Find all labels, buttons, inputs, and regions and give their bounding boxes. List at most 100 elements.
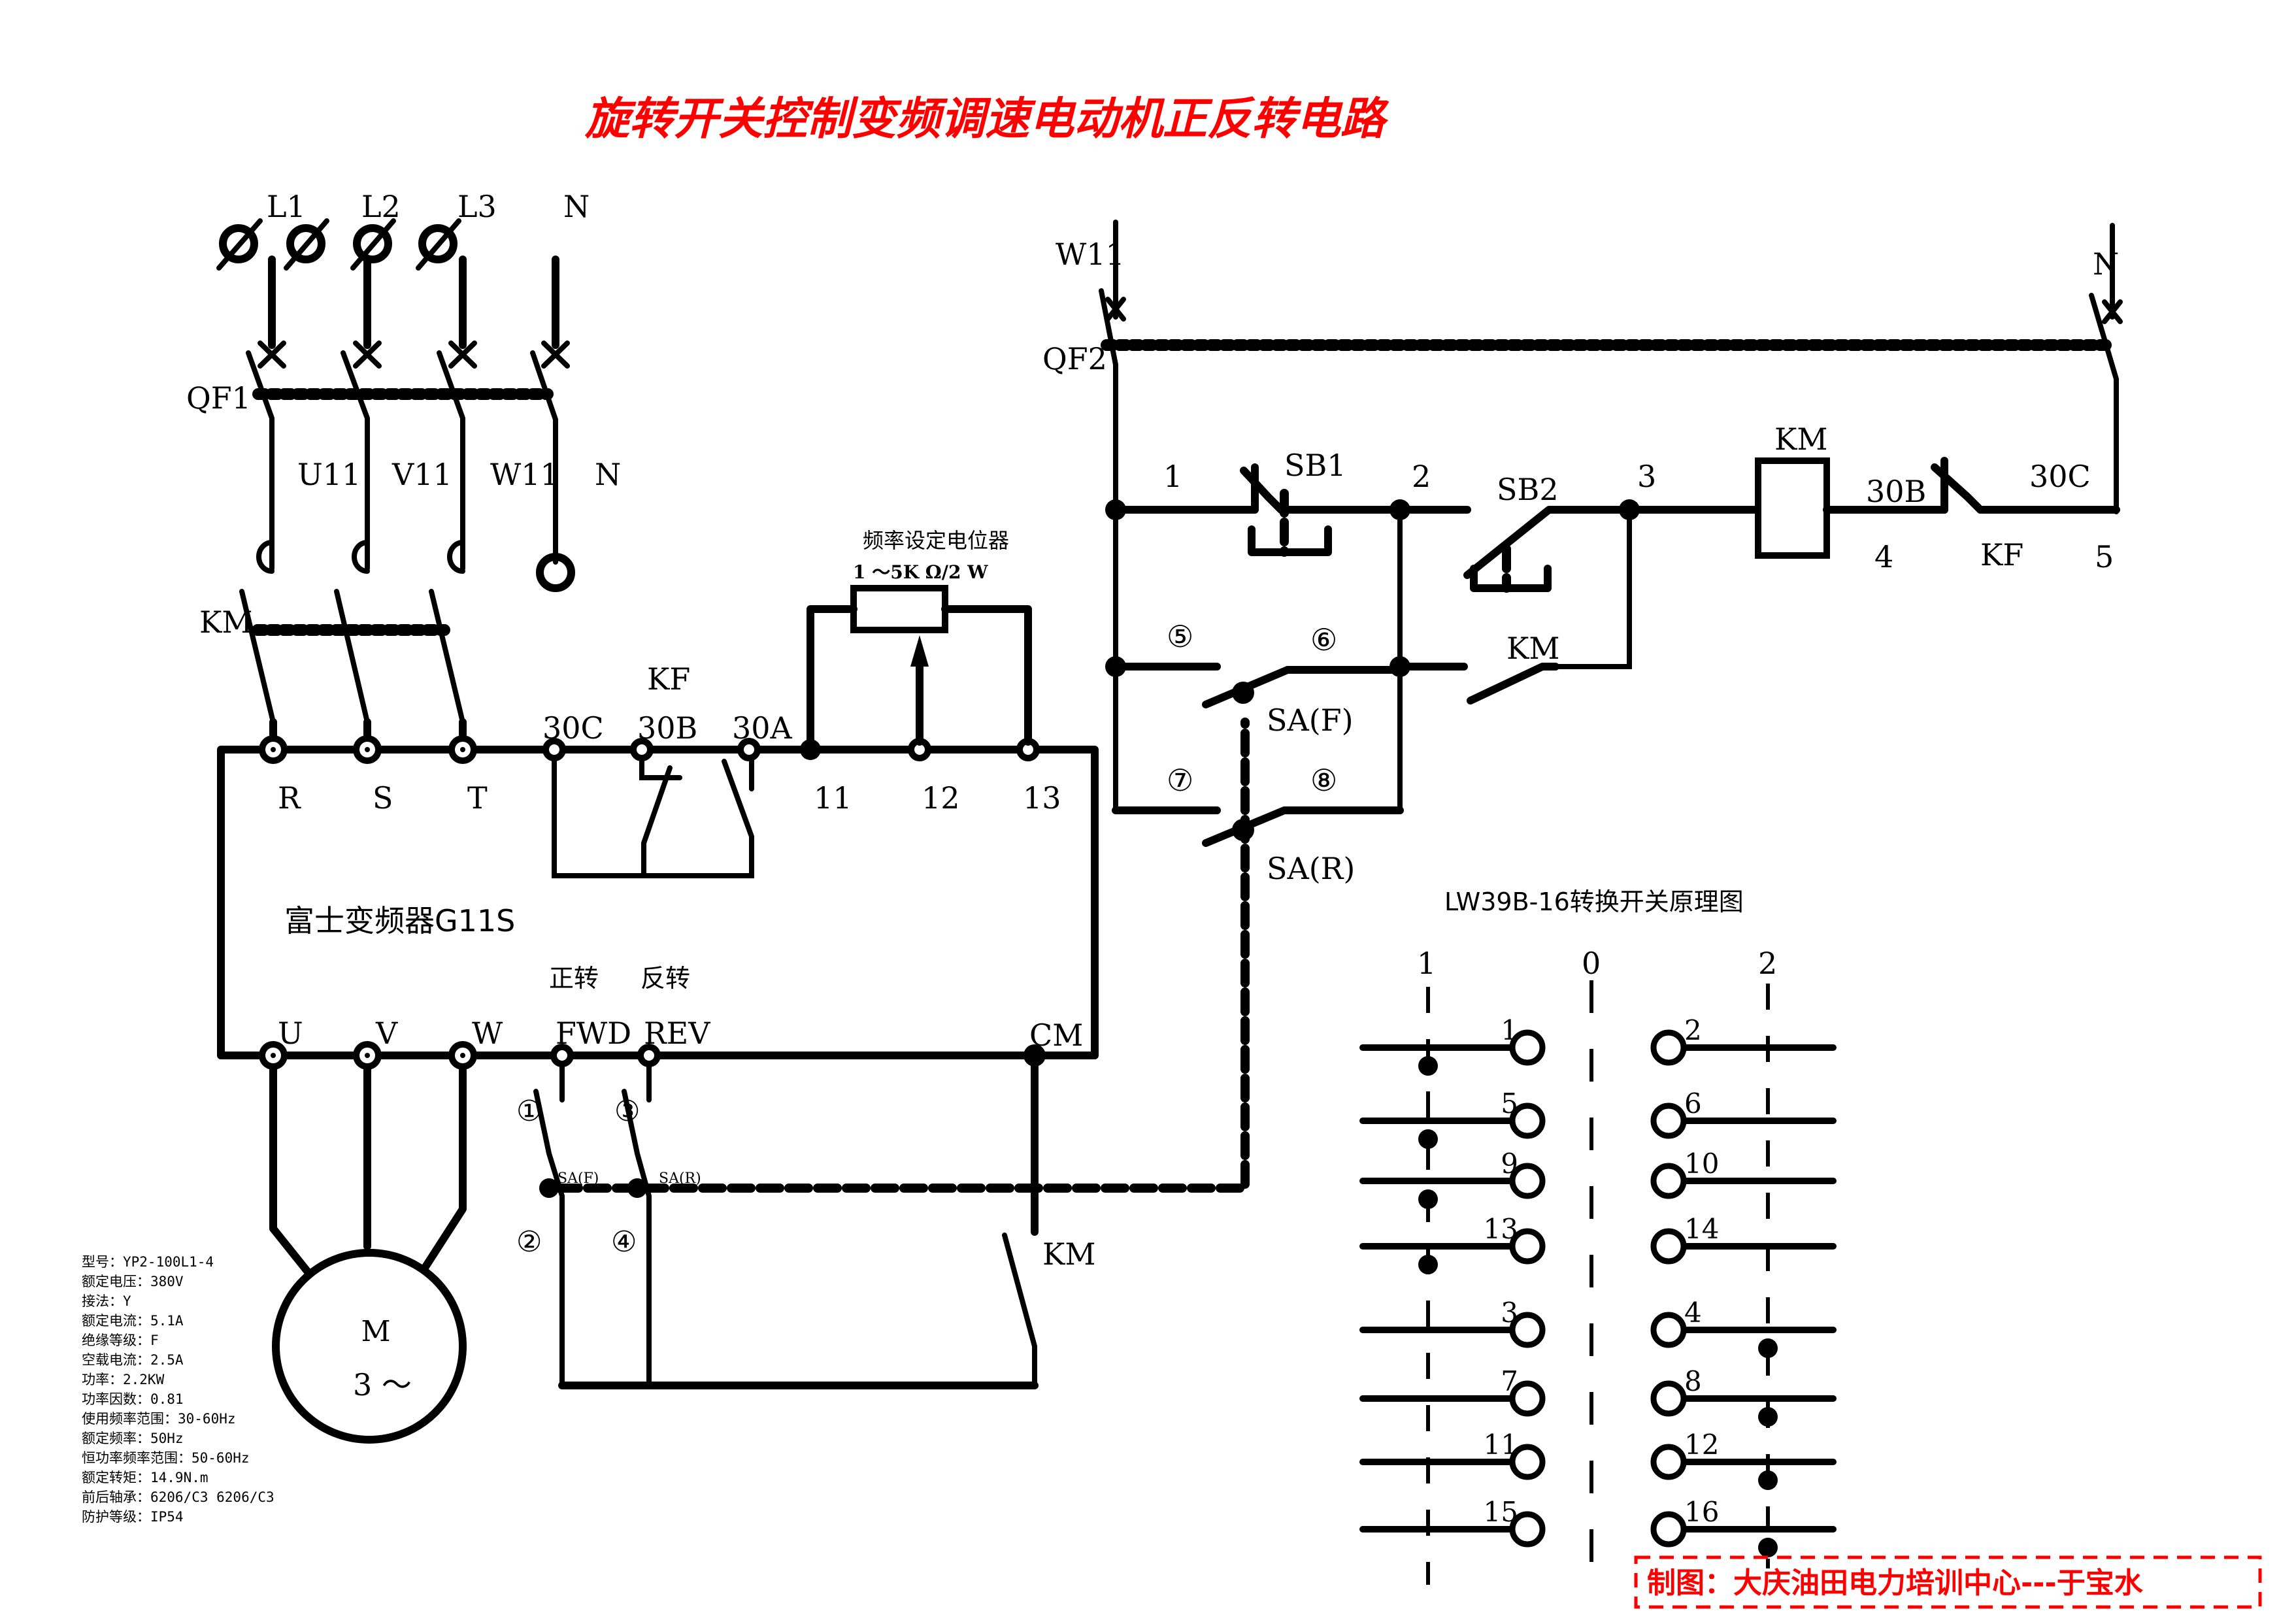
phase-label-u11: U11: [297, 457, 361, 492]
sa-contact-7-label: ⑦: [1167, 763, 1193, 798]
contact-terminal-icon: [1509, 1163, 1546, 1199]
spec-line: 使用频率范围：30-60Hz: [82, 1411, 236, 1427]
contact-terminal-icon: [1509, 1380, 1546, 1417]
terminal-12-label: 12: [922, 780, 960, 816]
switch-row-left: 11: [1359, 1429, 1546, 1480]
contact-terminal-icon: [1650, 1444, 1687, 1480]
spec-line: 功率因数：0.81: [82, 1391, 184, 1407]
contact-2-label: ②: [516, 1225, 542, 1259]
terminal-13-label: 13: [1023, 780, 1061, 816]
switch-contact-label: 8: [1684, 1365, 1702, 1397]
contact-terminal-icon: [1509, 1444, 1546, 1480]
input-terminal-icon: [259, 735, 477, 764]
relay-kf-contact-label: KF: [1980, 537, 2023, 572]
control-circuit: W11 N QF2 1 SB1 2 SB2 3 KM: [1042, 220, 2123, 886]
km-coil-label: KM: [1774, 422, 1827, 457]
contact-terminal-icon: [1509, 1228, 1546, 1265]
control-supply-n: N: [2093, 246, 2119, 282]
stop-button-sb1-label: SB1: [1284, 448, 1346, 483]
km-hold-contact-label: KM: [1506, 631, 1559, 666]
switch-row-left: 13: [1359, 1213, 1546, 1274]
relay-kf-label: KF: [647, 661, 690, 697]
phase-label-n: N: [595, 457, 621, 492]
contact-terminal-icon: [1509, 1511, 1546, 1548]
switch-row-right: 10: [1650, 1148, 1837, 1199]
breaker-x-icon: [258, 340, 570, 369]
spec-line: 额定转矩：14.9N.m: [82, 1470, 208, 1485]
terminal-fwd-label: FWD: [556, 1016, 631, 1051]
switch-contact-label: 4: [1684, 1297, 1702, 1329]
supply-label-l3: L3: [458, 189, 497, 224]
sa-f-label: SA(F): [1267, 703, 1354, 738]
switch-contact-label: 16: [1684, 1496, 1719, 1528]
switch-row-right: 8: [1650, 1365, 1837, 1427]
supply-label-l2: L2: [361, 189, 401, 224]
terminal-u-label: U: [278, 1016, 303, 1051]
contact-terminal-icon: [1509, 1102, 1546, 1139]
switch-row-left: 9: [1359, 1148, 1546, 1209]
switch-row-left: 7: [1359, 1365, 1546, 1417]
node-2-label: 2: [1412, 459, 1431, 494]
neutral-terminal-icon: [536, 553, 575, 592]
switch-contact-label: 1: [1501, 1014, 1518, 1046]
spec-line: 防护等级：IP54: [82, 1509, 184, 1525]
diagram-title: 旋转开关控制变频调速电动机正反转电路: [584, 93, 1389, 145]
contact-terminal-icon: [1509, 1029, 1546, 1066]
contactor-km-label: KM: [199, 605, 252, 640]
switch-table: LW39B-16转换开关原理图 1 0 2 159133711152610144…: [1359, 887, 1837, 1588]
spec-line: 型号：YP2-100L1-4: [82, 1254, 214, 1270]
potentiometer: 频率设定电位器 1 ～5K Ω/2 W: [807, 528, 1032, 754]
switch-row-left: 3: [1359, 1297, 1546, 1348]
contactor-km-main: KM: [199, 589, 465, 744]
contact-terminal-icon: [1650, 1312, 1687, 1348]
switch-row-left: 15: [1359, 1496, 1546, 1548]
closed-contact-dot: [1758, 1338, 1778, 1358]
switch-contact-label: 14: [1684, 1213, 1719, 1245]
switch-contact-label: 10: [1684, 1148, 1719, 1180]
contact-terminal-icon: [1650, 1102, 1687, 1139]
switch-row-left: 1: [1359, 1014, 1546, 1076]
potentiometer-rating: 1 ～5K Ω/2 W: [853, 561, 988, 583]
terminal-rev-label: REV: [644, 1016, 710, 1051]
position-2-label: 2: [1758, 946, 1777, 981]
sa-contact-8-label: ⑧: [1310, 763, 1337, 798]
spec-line: 功率：2.2KW: [82, 1372, 165, 1387]
potentiometer-title: 频率设定电位器: [863, 528, 1009, 553]
credit-box: 制图：大庆油田电力培训中心---于宝水: [1634, 1555, 2262, 1609]
closed-contact-dot: [1418, 1056, 1438, 1076]
spec-line: 恒功率频率范围：50-60Hz: [82, 1450, 250, 1466]
relay-30b-label: 30B: [1866, 474, 1926, 509]
contact-terminal-icon: [1509, 1312, 1546, 1348]
supply-label-n: N: [563, 189, 590, 224]
sa-contact-5-label: ⑤: [1167, 619, 1193, 654]
switch-contact-label: 12: [1684, 1429, 1719, 1461]
breaker-x-icon: [1105, 297, 2123, 324]
closed-contact-dot: [1418, 1189, 1438, 1209]
inverter-input-wires: [269, 718, 467, 739]
terminal-s-label: S: [373, 780, 393, 816]
spec-line: 空载电流：2.5A: [82, 1352, 184, 1368]
closed-contact-dot: [1758, 1538, 1778, 1557]
spec-line: 额定频率：50Hz: [82, 1431, 184, 1446]
switch-row-right: 12: [1650, 1429, 1837, 1490]
closed-contact-dot: [1758, 1407, 1778, 1427]
supply-label-l1: L1: [267, 189, 306, 224]
contact-terminal-icon: [1650, 1228, 1687, 1265]
node-5-label: 5: [2095, 539, 2114, 574]
switch-contact-label: 2: [1684, 1014, 1702, 1046]
terminal-30a-label: 30A: [732, 710, 793, 746]
switch-contact-label: 15: [1484, 1496, 1518, 1528]
relay-30c-label: 30C: [2029, 459, 2091, 494]
sa-contact-6-label: ⑥: [1310, 622, 1337, 657]
switch-contact-label: 6: [1684, 1087, 1702, 1119]
terminal-cm-label: CM: [1029, 1018, 1083, 1053]
position-0-label: 0: [1582, 946, 1601, 981]
inverter-box: R S T KF 30C 30B 30A 11 12 13 富士变频器G11S …: [217, 661, 1099, 1070]
switch-row-right: 14: [1650, 1213, 1837, 1265]
terminal-v-label: V: [375, 1016, 398, 1051]
terminal-w-label: W: [472, 1016, 503, 1051]
terminal-t-label: T: [467, 780, 488, 816]
closed-contact-dot: [1418, 1129, 1438, 1149]
switch-contact-label: 3: [1501, 1297, 1518, 1329]
